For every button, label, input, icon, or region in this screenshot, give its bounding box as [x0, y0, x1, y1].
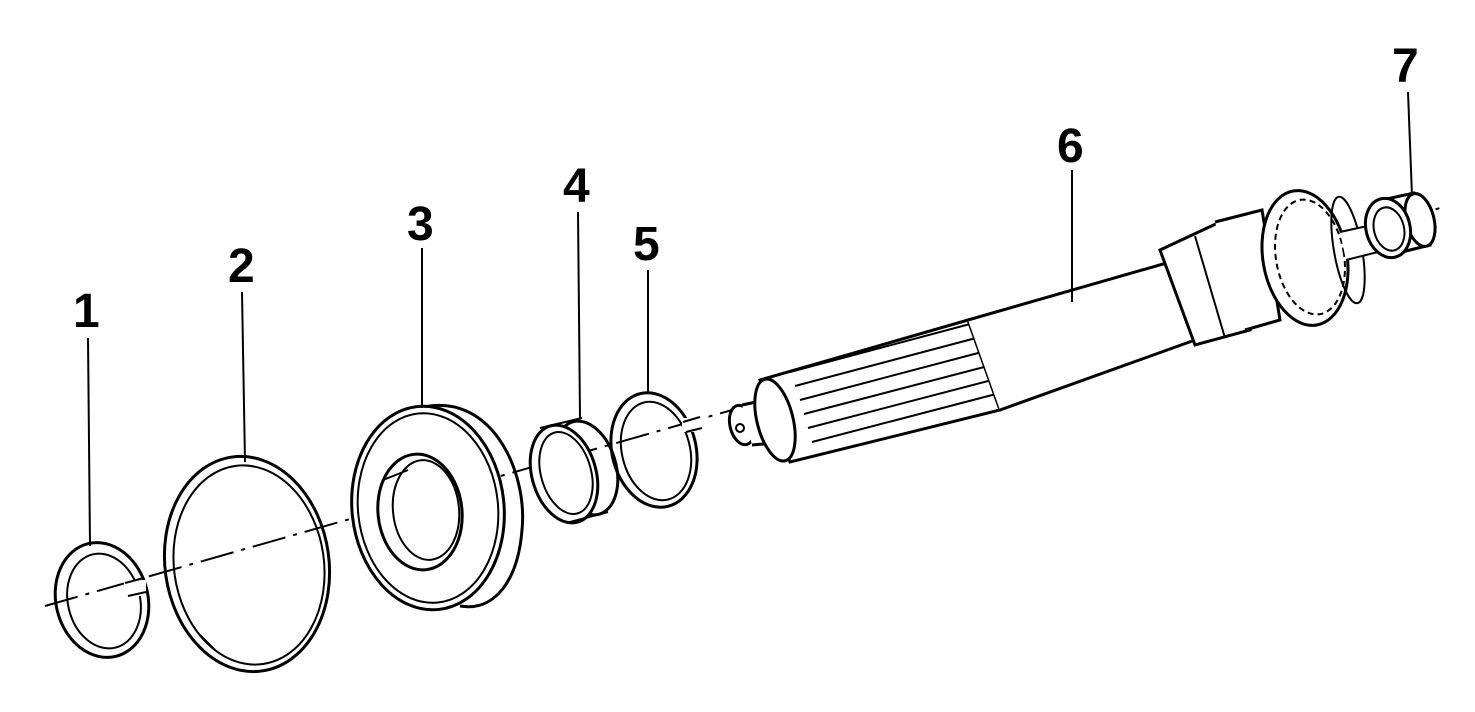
callout-5: 5: [633, 218, 660, 271]
part-4-sleeve-ring: [528, 417, 620, 525]
callout-3: 3: [407, 198, 434, 251]
leader-4: [577, 211, 581, 419]
callout-7: 7: [1392, 40, 1419, 93]
part-1-snap-ring: [53, 541, 151, 659]
callout-1: 1: [73, 285, 100, 338]
leader-lines: [87, 91, 1413, 547]
part-3-bearing: [350, 404, 525, 612]
leader-1: [87, 337, 91, 547]
part-6-splined-shaft: [727, 189, 1380, 464]
callout-6: 6: [1057, 120, 1084, 173]
callout-2: 2: [228, 240, 255, 293]
part-7-bushing: [1363, 191, 1437, 260]
leader-7: [1407, 91, 1413, 197]
leader-2: [241, 291, 246, 463]
part-2-large-ring: [162, 454, 332, 674]
callout-numbers: 1 2 3 4 5 6 7: [73, 40, 1419, 338]
callout-4: 4: [563, 160, 590, 213]
part-5-split-ring: [609, 391, 703, 509]
